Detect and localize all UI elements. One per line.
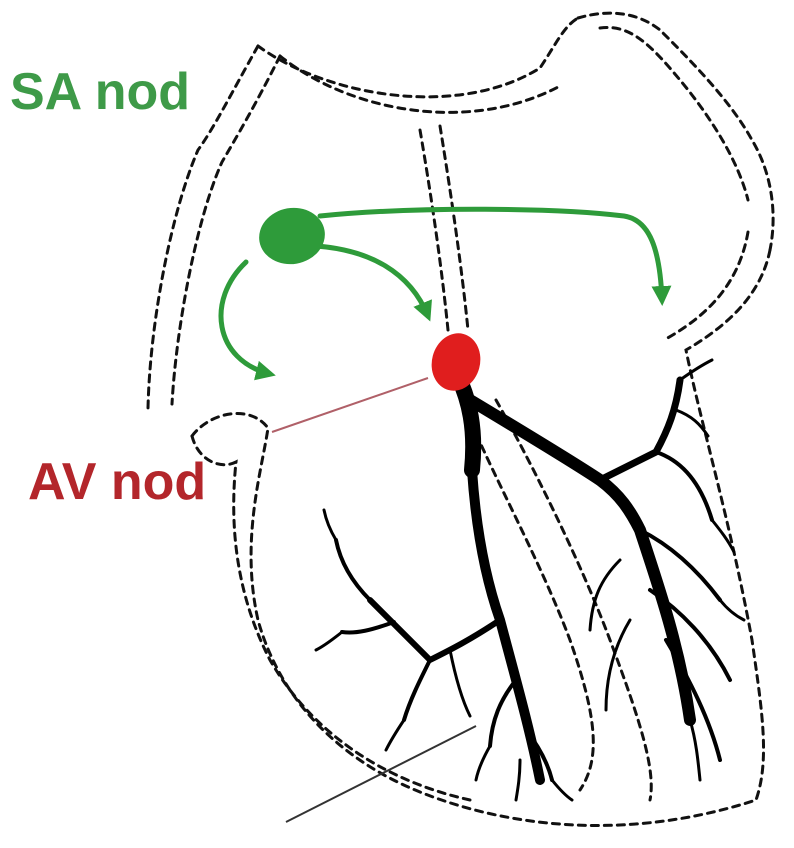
conduction-fibers bbox=[316, 360, 744, 800]
heart-outline bbox=[148, 13, 773, 825]
av-leader-line bbox=[272, 378, 428, 432]
sa-node-shape bbox=[255, 203, 330, 270]
sa-node-label: SA nod bbox=[10, 66, 190, 118]
av-node-label: AV nod bbox=[28, 456, 206, 508]
bottom-leader-line bbox=[286, 726, 476, 822]
av-node-shape bbox=[425, 328, 486, 396]
